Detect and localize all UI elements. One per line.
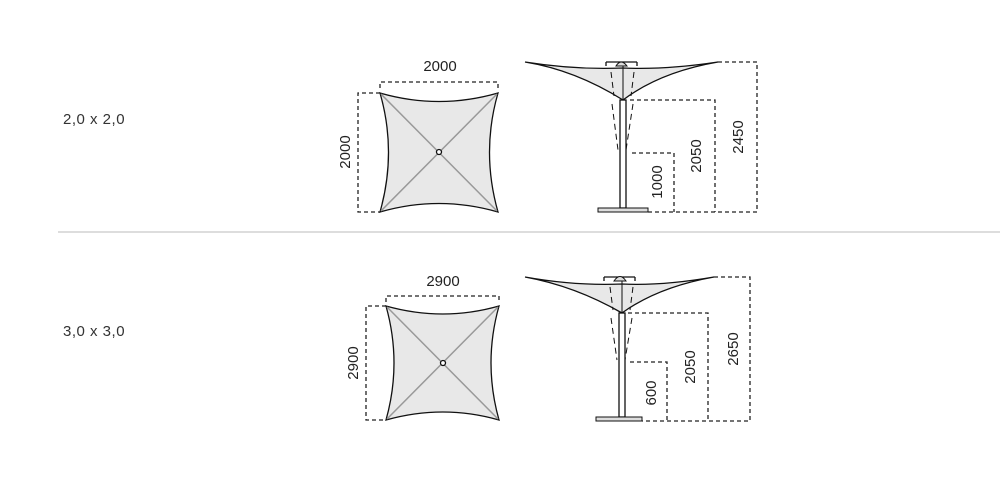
clearance-height-dimension: 2050 — [682, 350, 699, 383]
clearance-height-dimension: 2050 — [688, 139, 705, 172]
side-view-2x2: 2450 2050 1000 — [524, 61, 758, 213]
width-dimension: 2900 — [426, 273, 459, 290]
size-label-3x3: 3,0 x 3,0 — [63, 323, 126, 340]
depth-dimension: 2900 — [345, 346, 362, 379]
handle-height-dimension: 1000 — [649, 165, 666, 198]
width-dimension: 2000 — [423, 58, 456, 75]
top-view-3x3: 2900 2900 — [345, 273, 500, 421]
size-label-2x2: 2,0 x 2,0 — [63, 111, 126, 128]
total-height-dimension: 2450 — [730, 120, 747, 153]
side-view-3x3: 2650 2050 600 — [524, 276, 751, 422]
handle-height-dimension: 600 — [643, 380, 660, 405]
depth-dimension: 2000 — [337, 135, 354, 168]
top-view-2x2: 2000 2000 — [337, 58, 499, 213]
total-height-dimension: 2650 — [725, 332, 742, 365]
